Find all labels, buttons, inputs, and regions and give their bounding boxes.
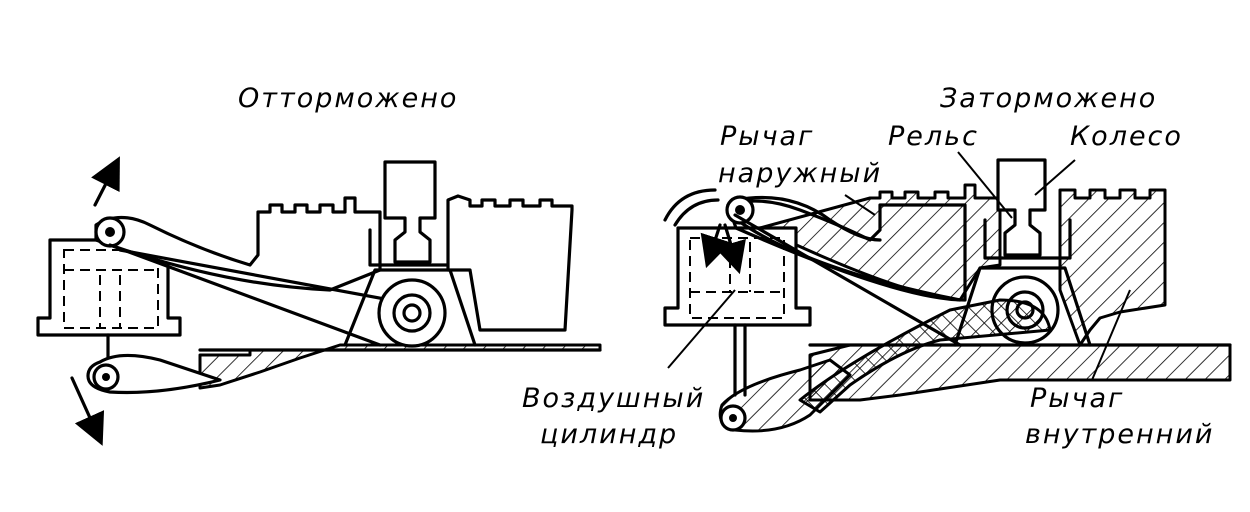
cylinder-inner-right [689, 237, 785, 319]
braked-assembly [663, 151, 1232, 433]
released-assembly [36, 156, 602, 446]
cylinder-inner-left [63, 249, 159, 329]
label-inner-lever-1: Рычаг [1030, 383, 1124, 414]
wheel-left [377, 278, 447, 348]
leader-wheel [1034, 159, 1076, 196]
arrow-down-left [70, 376, 105, 446]
brake-block-left [446, 194, 574, 332]
rail-left [383, 160, 437, 264]
inner-lever-right [798, 298, 1052, 414]
label-rail: Рельс [888, 121, 979, 152]
label-outer-lever-1: Рычаг [720, 121, 814, 152]
outer-lever-left [94, 196, 382, 292]
arrow-cylinder-2 [715, 223, 746, 275]
air-cylinder-right [663, 226, 812, 327]
outer-block-right [1058, 188, 1167, 347]
track-bed-left [198, 343, 602, 390]
bogie-frame-left [343, 268, 477, 347]
label-braked: Заторможено [940, 83, 1157, 114]
arrow-up-left [91, 156, 120, 207]
label-released: Отторможено [238, 83, 458, 114]
lower-lever-left [86, 353, 222, 395]
leader-air-cylinder [667, 289, 736, 369]
arrow-cylinder-1 [700, 223, 732, 269]
leader-outer-lever [844, 194, 876, 216]
label-inner-lever-2: внутренний [1025, 419, 1214, 450]
leader-inner-lever [1091, 289, 1131, 381]
label-air-cylinder-1: Воздушный [522, 383, 705, 414]
label-air-cylinder-2: цилиндр [540, 419, 678, 450]
rail-right [996, 158, 1047, 257]
leader-rail [957, 151, 1013, 219]
label-wheel: Колесо [1070, 121, 1183, 152]
label-outer-lever-2: наружный [718, 158, 882, 189]
